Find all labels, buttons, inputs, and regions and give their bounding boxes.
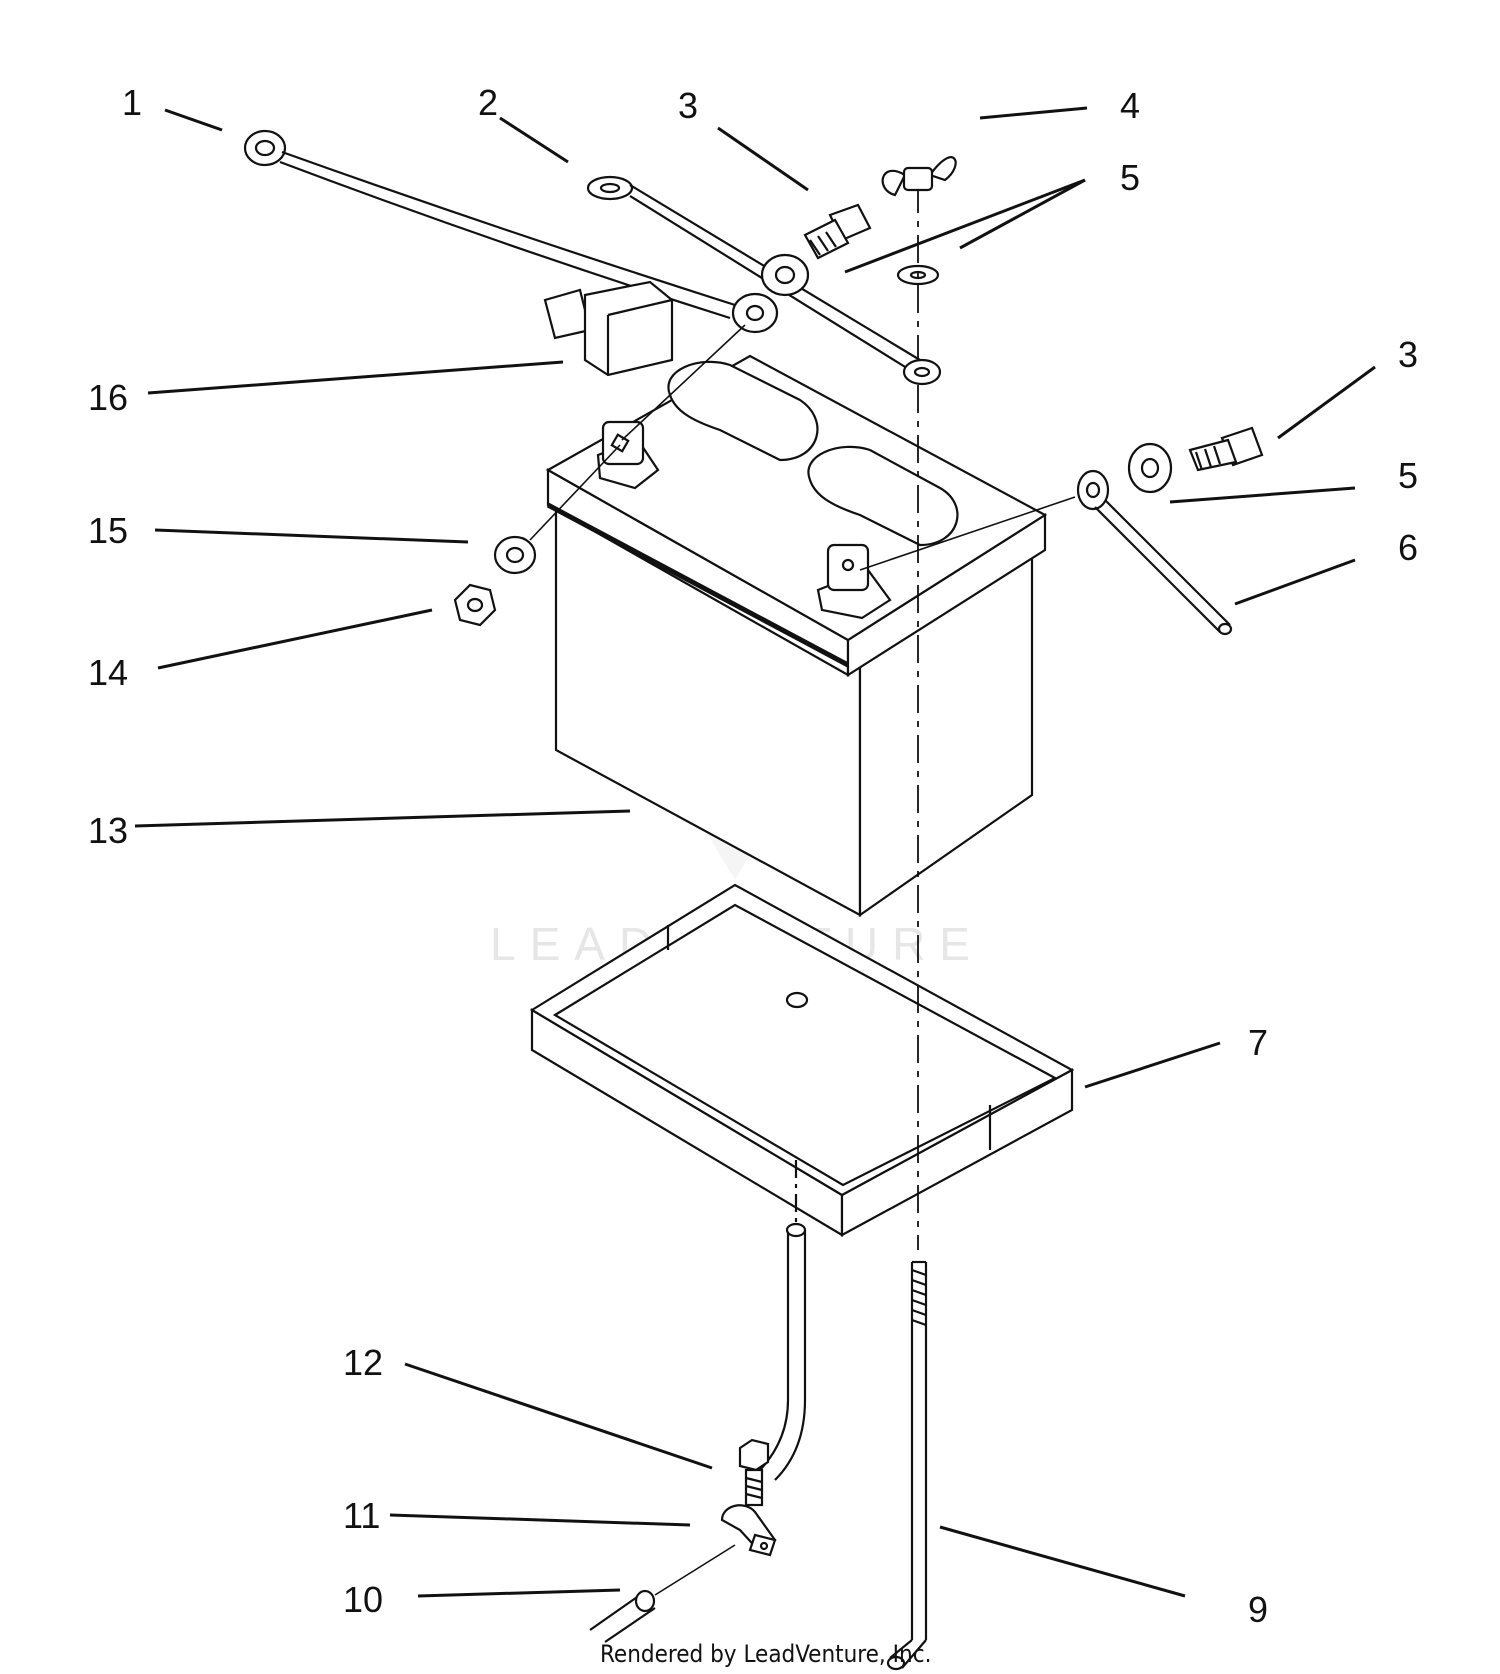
wing-nut[interactable]: [881, 156, 957, 197]
terminal-cover[interactable]: [543, 280, 674, 377]
callout-6: 6: [1398, 527, 1418, 568]
washer-right[interactable]: [1127, 442, 1173, 494]
terminal-nut-left[interactable]: [453, 583, 497, 627]
clamp-bolt[interactable]: [738, 1438, 770, 1507]
battery[interactable]: [545, 354, 1048, 918]
callout-5-right: 5: [1398, 455, 1418, 496]
washer-top-2[interactable]: [731, 292, 779, 334]
callout-14: 14: [88, 652, 128, 693]
battery-tray[interactable]: [529, 883, 1075, 1237]
washer-top-1[interactable]: [760, 253, 810, 297]
terminal-bolt-top[interactable]: [803, 203, 872, 260]
callout-7: 7: [1248, 1022, 1268, 1063]
callout-3-top: 3: [678, 85, 698, 126]
callout-16: 16: [88, 377, 128, 418]
callout-3-right: 3: [1398, 334, 1418, 375]
callout-1: 1: [122, 82, 142, 123]
cable-clamp[interactable]: [720, 1504, 777, 1557]
terminal-bolt-right[interactable]: [1188, 426, 1264, 472]
callout-12: 12: [343, 1342, 383, 1383]
callout-9: 9: [1248, 1589, 1268, 1630]
callout-13: 13: [88, 810, 128, 851]
callout-2: 2: [478, 82, 498, 123]
hold-down-washer[interactable]: [896, 264, 940, 286]
callout-11: 11: [343, 1495, 380, 1536]
hose[interactable]: [589, 1544, 736, 1643]
footer-credit: Rendered by LeadVenture, Inc.: [600, 1640, 931, 1668]
cable-positive[interactable]: [1076, 469, 1233, 636]
callout-10: 10: [343, 1579, 383, 1620]
callout-5-top: 5: [1120, 157, 1140, 198]
callout-labels: 1 2 3 4 5 3 5 6 16 15 14 13 7 12 11 10 9: [88, 82, 1418, 1630]
leader-lines: [134, 106, 1376, 1598]
cable-ground[interactable]: [243, 129, 736, 320]
callout-4: 4: [1120, 85, 1140, 126]
terminal-washer-left[interactable]: [493, 535, 537, 575]
callout-15: 15: [88, 510, 128, 551]
